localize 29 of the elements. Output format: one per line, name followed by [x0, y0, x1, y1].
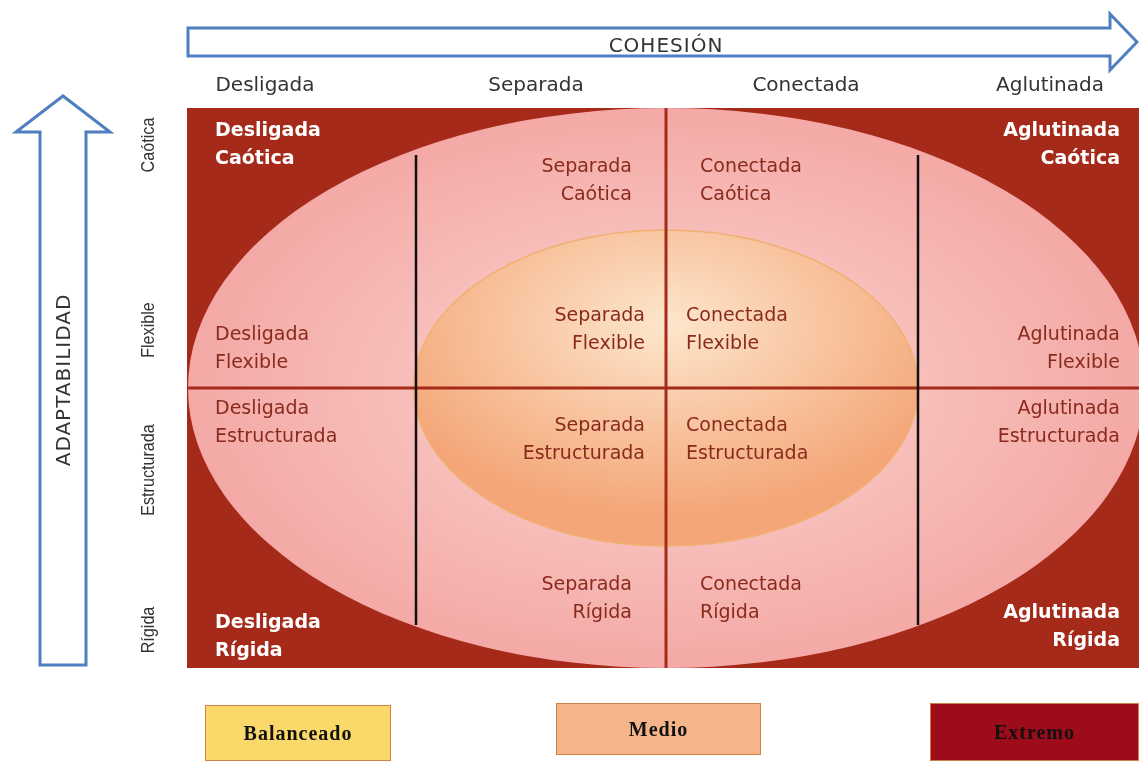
cell-label: Separada Flexible: [554, 302, 645, 355]
row-header: Rígida: [137, 606, 159, 654]
cell-label: Conectada Caótica: [700, 153, 802, 206]
legend-label: Medio: [628, 717, 689, 741]
axis-title: COHESIÓN: [608, 33, 724, 57]
row-header: Estructurada: [137, 424, 159, 516]
column-header: Conectada: [752, 72, 860, 96]
column-header: Separada: [488, 72, 584, 96]
column-header: Aglutinada: [996, 72, 1104, 96]
cell-label: Desligada Estructurada: [215, 395, 338, 448]
cell-label: Conectada Rígida: [700, 571, 802, 624]
cell-label: Separada Rígida: [541, 571, 632, 624]
cell-label: Desligada Flexible: [215, 321, 310, 374]
cell-label: Aglutinada Flexible: [1017, 321, 1120, 374]
cell-label: Desligada Caótica: [215, 117, 321, 170]
row-header: Flexible: [137, 302, 159, 358]
cell-label: Separada Estructurada: [522, 412, 645, 465]
cell-label: Conectada Estructurada: [686, 412, 809, 465]
legend-label: Extremo: [993, 720, 1076, 744]
cell-label: Aglutinada Caótica: [1003, 117, 1120, 170]
axis-title: ADAPTABILIDAD: [51, 293, 75, 467]
cell-label: Desligada Rígida: [215, 609, 321, 662]
row-header: Caótica: [137, 117, 159, 173]
cell-label: Separada Caótica: [541, 153, 632, 206]
column-header: Desligada: [215, 72, 315, 96]
legend-label: Balanceado: [243, 721, 353, 745]
cell-label: Aglutinada Estructurada: [997, 395, 1120, 448]
cell-label: Conectada Flexible: [686, 302, 788, 355]
cell-label: Aglutinada Rígida: [1003, 599, 1120, 652]
